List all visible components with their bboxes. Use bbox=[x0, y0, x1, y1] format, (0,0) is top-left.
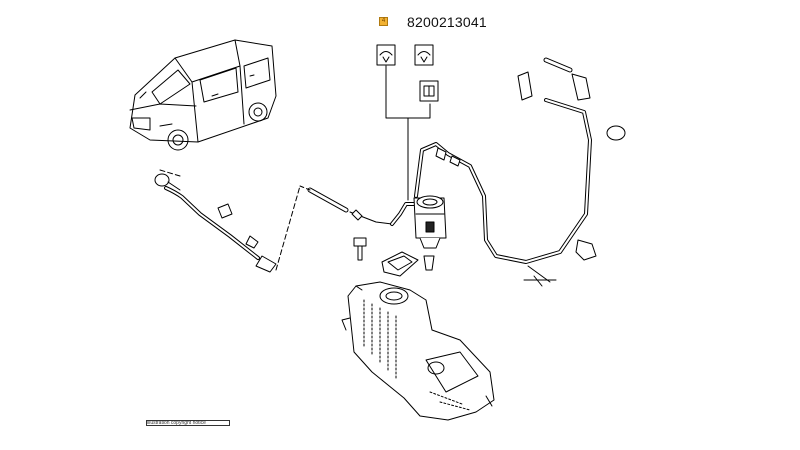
washer-pump bbox=[413, 195, 447, 249]
grommet bbox=[423, 255, 435, 271]
dashed-link-left bbox=[159, 169, 301, 271]
rear-washer-icon bbox=[414, 44, 434, 66]
bolt bbox=[353, 237, 367, 261]
callout-marker[interactable]: 4 bbox=[379, 17, 388, 26]
front-nozzle-hose bbox=[154, 173, 277, 273]
windscreen-washer-icon bbox=[376, 44, 396, 66]
van-illustration bbox=[129, 39, 277, 151]
rear-hose bbox=[414, 57, 626, 287]
middle-hose bbox=[299, 185, 416, 226]
leader-lines bbox=[385, 65, 431, 201]
washer-reservoir bbox=[341, 281, 495, 421]
filler-cap bbox=[381, 251, 419, 277]
pump-connector-icon bbox=[419, 80, 439, 102]
part-number-label[interactable]: 8200213041 bbox=[407, 14, 487, 30]
copyright-strip: illustration copyright notice bbox=[146, 420, 230, 426]
